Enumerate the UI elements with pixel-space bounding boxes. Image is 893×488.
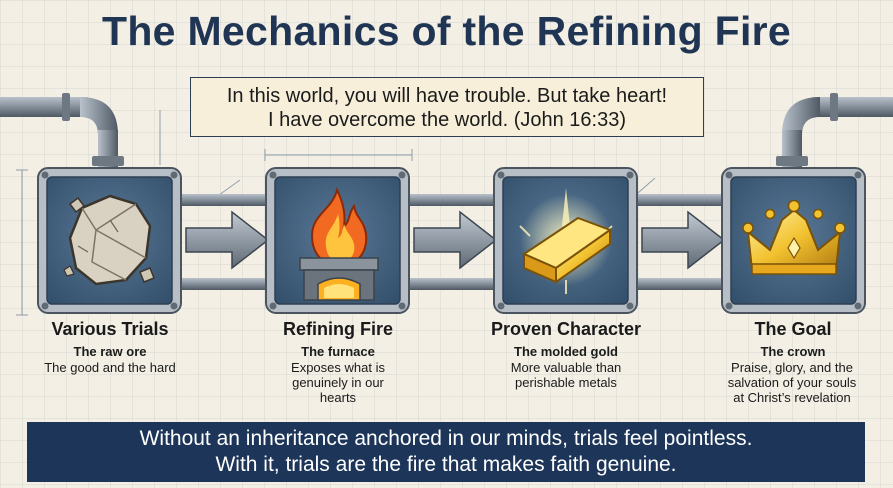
- connector-3: [636, 194, 726, 290]
- connector-2: [408, 194, 498, 290]
- stage-subtitle: The molded gold: [514, 344, 618, 359]
- banner-line-1: Without an inheritance anchored in our m…: [139, 427, 753, 450]
- inlet-pipe: [0, 93, 124, 168]
- stage-description: More valuable than perishable metals: [510, 360, 622, 390]
- conclusion-banner: Without an inheritance anchored in our m…: [27, 422, 865, 482]
- stage-description: The good and the hard: [44, 360, 176, 375]
- scripture-quote: In this world, you will have trouble. Bu…: [190, 77, 704, 137]
- page-title: The Mechanics of the Refining Fire: [101, 8, 792, 54]
- connector-1: [180, 194, 270, 290]
- stage-description: Praise, glory, and the salvation of your…: [727, 360, 857, 405]
- gold-bar-icon: [519, 188, 613, 294]
- stage-subtitle: The raw ore: [73, 344, 147, 359]
- quote-line-2: I have overcome the world. (John 16:33): [268, 109, 626, 131]
- stage-label-various-trials: Various Trials The raw ore The good and …: [0, 318, 220, 375]
- stage-title: Refining Fire: [282, 319, 393, 339]
- rock-icon: [63, 194, 155, 286]
- banner-line-2: With it, trials are the fire that makes …: [215, 453, 677, 476]
- crown-icon: [742, 199, 846, 275]
- stage-subtitle: The crown: [760, 344, 826, 359]
- dimension-lines: [16, 110, 656, 316]
- quote-line-1: In this world, you will have trouble. Bu…: [226, 85, 668, 107]
- stage-label-refining-fire: Refining Fire The furnace Exposes what i…: [228, 318, 448, 405]
- stage-subtitle: The furnace: [301, 344, 375, 359]
- stage-title: Various Trials: [51, 319, 169, 339]
- stage-title: Proven Character: [490, 319, 642, 339]
- stage-label-proven-character: Proven Character The molded gold More va…: [456, 318, 676, 390]
- furnace-fire-icon: [299, 187, 379, 301]
- stage-label-the-goal: The Goal The crown Praise, glory, and th…: [684, 318, 893, 405]
- stage-title: The Goal: [754, 319, 832, 339]
- stage-description: Exposes what is genuinely in our hearts: [291, 360, 385, 405]
- outlet-pipe: [776, 93, 893, 168]
